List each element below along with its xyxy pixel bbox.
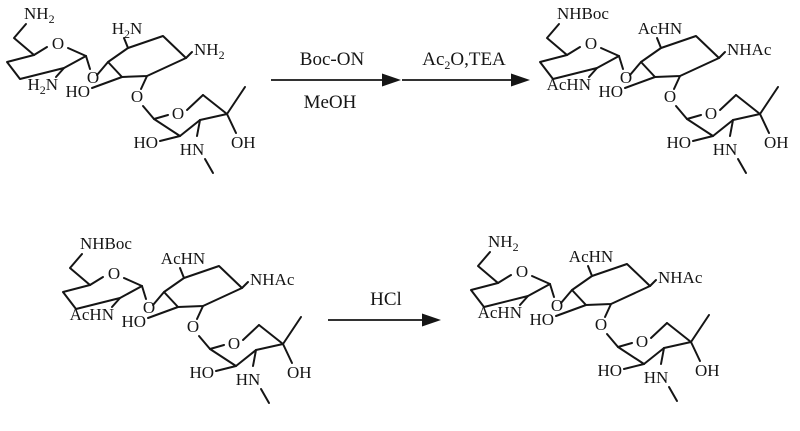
reaction-arrow-2: Ac2O,TEA: [402, 49, 530, 87]
ring-a-left-amine-label: AcHN: [478, 303, 522, 322]
ring-b-right-amine-label: NHAc: [250, 270, 295, 289]
ring-c-oxygen-label: O: [705, 104, 717, 123]
arrow-3-head: [422, 313, 441, 327]
ring-b-top-amine-label: AcHN: [161, 249, 205, 268]
ring-b-hydroxyl-label: HO: [65, 82, 90, 101]
ring-a-top-amine-label: NH2: [488, 232, 519, 254]
reaction-arrow-1: Boc-ON MeOH: [271, 49, 401, 113]
glycosidic-oxygen-2-label: O: [595, 315, 607, 334]
arrow-3-reagent-label: HCl: [370, 289, 402, 310]
ring-c-methylamino-label: HN: [236, 370, 261, 389]
ring-c-oh-label: OH: [764, 133, 789, 152]
ring-b-top-amine-label: H2N: [112, 19, 143, 41]
ring-b-hydroxyl-label: HO: [529, 310, 554, 329]
ring-c-oxygen-label: O: [636, 332, 648, 351]
ring-c-oh-label: OH: [695, 361, 720, 380]
arrow-2-reagent-label: Ac2O,TEA: [422, 49, 506, 72]
glycosidic-oxygen-2-label: O: [664, 87, 676, 106]
arrow-1-head: [382, 73, 401, 87]
ring-c-hydroxyl-label: HO: [133, 133, 158, 152]
glycosidic-oxygen-1-label: O: [620, 68, 632, 87]
ring-a-oxygen-label: O: [108, 264, 120, 283]
ring-c-methylamino-label: HN: [713, 140, 738, 159]
glycosidic-oxygen-2-label: O: [187, 317, 199, 336]
ring-b-hydroxyl-label: HO: [121, 312, 146, 331]
ring-b-right-amine-label: NHAc: [658, 268, 703, 287]
ring-b-top-amine-label: AcHN: [638, 19, 682, 38]
glycosidic-oxygen-1-label: O: [87, 68, 99, 87]
ring-c-hydroxyl-label: HO: [189, 363, 214, 382]
molecule-structure-3: NHBoc O AcHN O AcHN NHAc HO O O HO HN OH: [62, 234, 312, 404]
molecule-structure-1: NH2 O H2N O H2N NH2 HO O O HO HN OH: [6, 4, 256, 174]
arrow-1-reagent-label: Boc-ON: [300, 49, 365, 70]
ring-c-oxygen-label: O: [228, 334, 240, 353]
ring-a-left-amine-label: H2N: [27, 75, 58, 97]
ring-c-hydroxyl-label: HO: [597, 361, 622, 380]
molecule-structure-2: NHBoc O AcHN O AcHN NHAc HO O O HO HN OH: [539, 4, 789, 174]
arrow-2-head: [511, 73, 530, 87]
ring-c-oxygen-label: O: [172, 104, 184, 123]
ring-b-right-amine-label: NH2: [194, 40, 225, 62]
ring-a-oxygen-label: O: [585, 34, 597, 53]
ring-b-top-amine-label: AcHN: [569, 247, 613, 266]
ring-c-methylamino-label: HN: [644, 368, 669, 387]
ring-a-top-amine-label: NH2: [24, 4, 55, 26]
ring-a-oxygen-label: O: [516, 262, 528, 281]
ring-a-top-amine-label: NHBoc: [557, 4, 609, 23]
ring-b-right-amine-label: NHAc: [727, 40, 772, 59]
ring-c-oh-label: OH: [231, 133, 256, 152]
ring-b-hydroxyl-label: HO: [598, 82, 623, 101]
ring-c-hydroxyl-label: HO: [666, 133, 691, 152]
reaction-arrow-3: HCl: [328, 289, 441, 327]
ring-c-oh-label: OH: [287, 363, 312, 382]
ring-a-oxygen-label: O: [52, 34, 64, 53]
glycosidic-oxygen-1-label: O: [551, 296, 563, 315]
ring-a-top-amine-label: NHBoc: [80, 234, 132, 253]
ring-c-methylamino-label: HN: [180, 140, 205, 159]
glycosidic-oxygen-2-label: O: [131, 87, 143, 106]
glycosidic-oxygen-1-label: O: [143, 298, 155, 317]
ring-a-left-amine-label: AcHN: [70, 305, 114, 324]
arrow-1-solvent-label: MeOH: [304, 92, 357, 113]
ring-a-left-amine-label: AcHN: [547, 75, 591, 94]
molecule-structure-4: NH2 O AcHN O AcHN NHAc HO O O HO HN OH: [470, 232, 720, 402]
